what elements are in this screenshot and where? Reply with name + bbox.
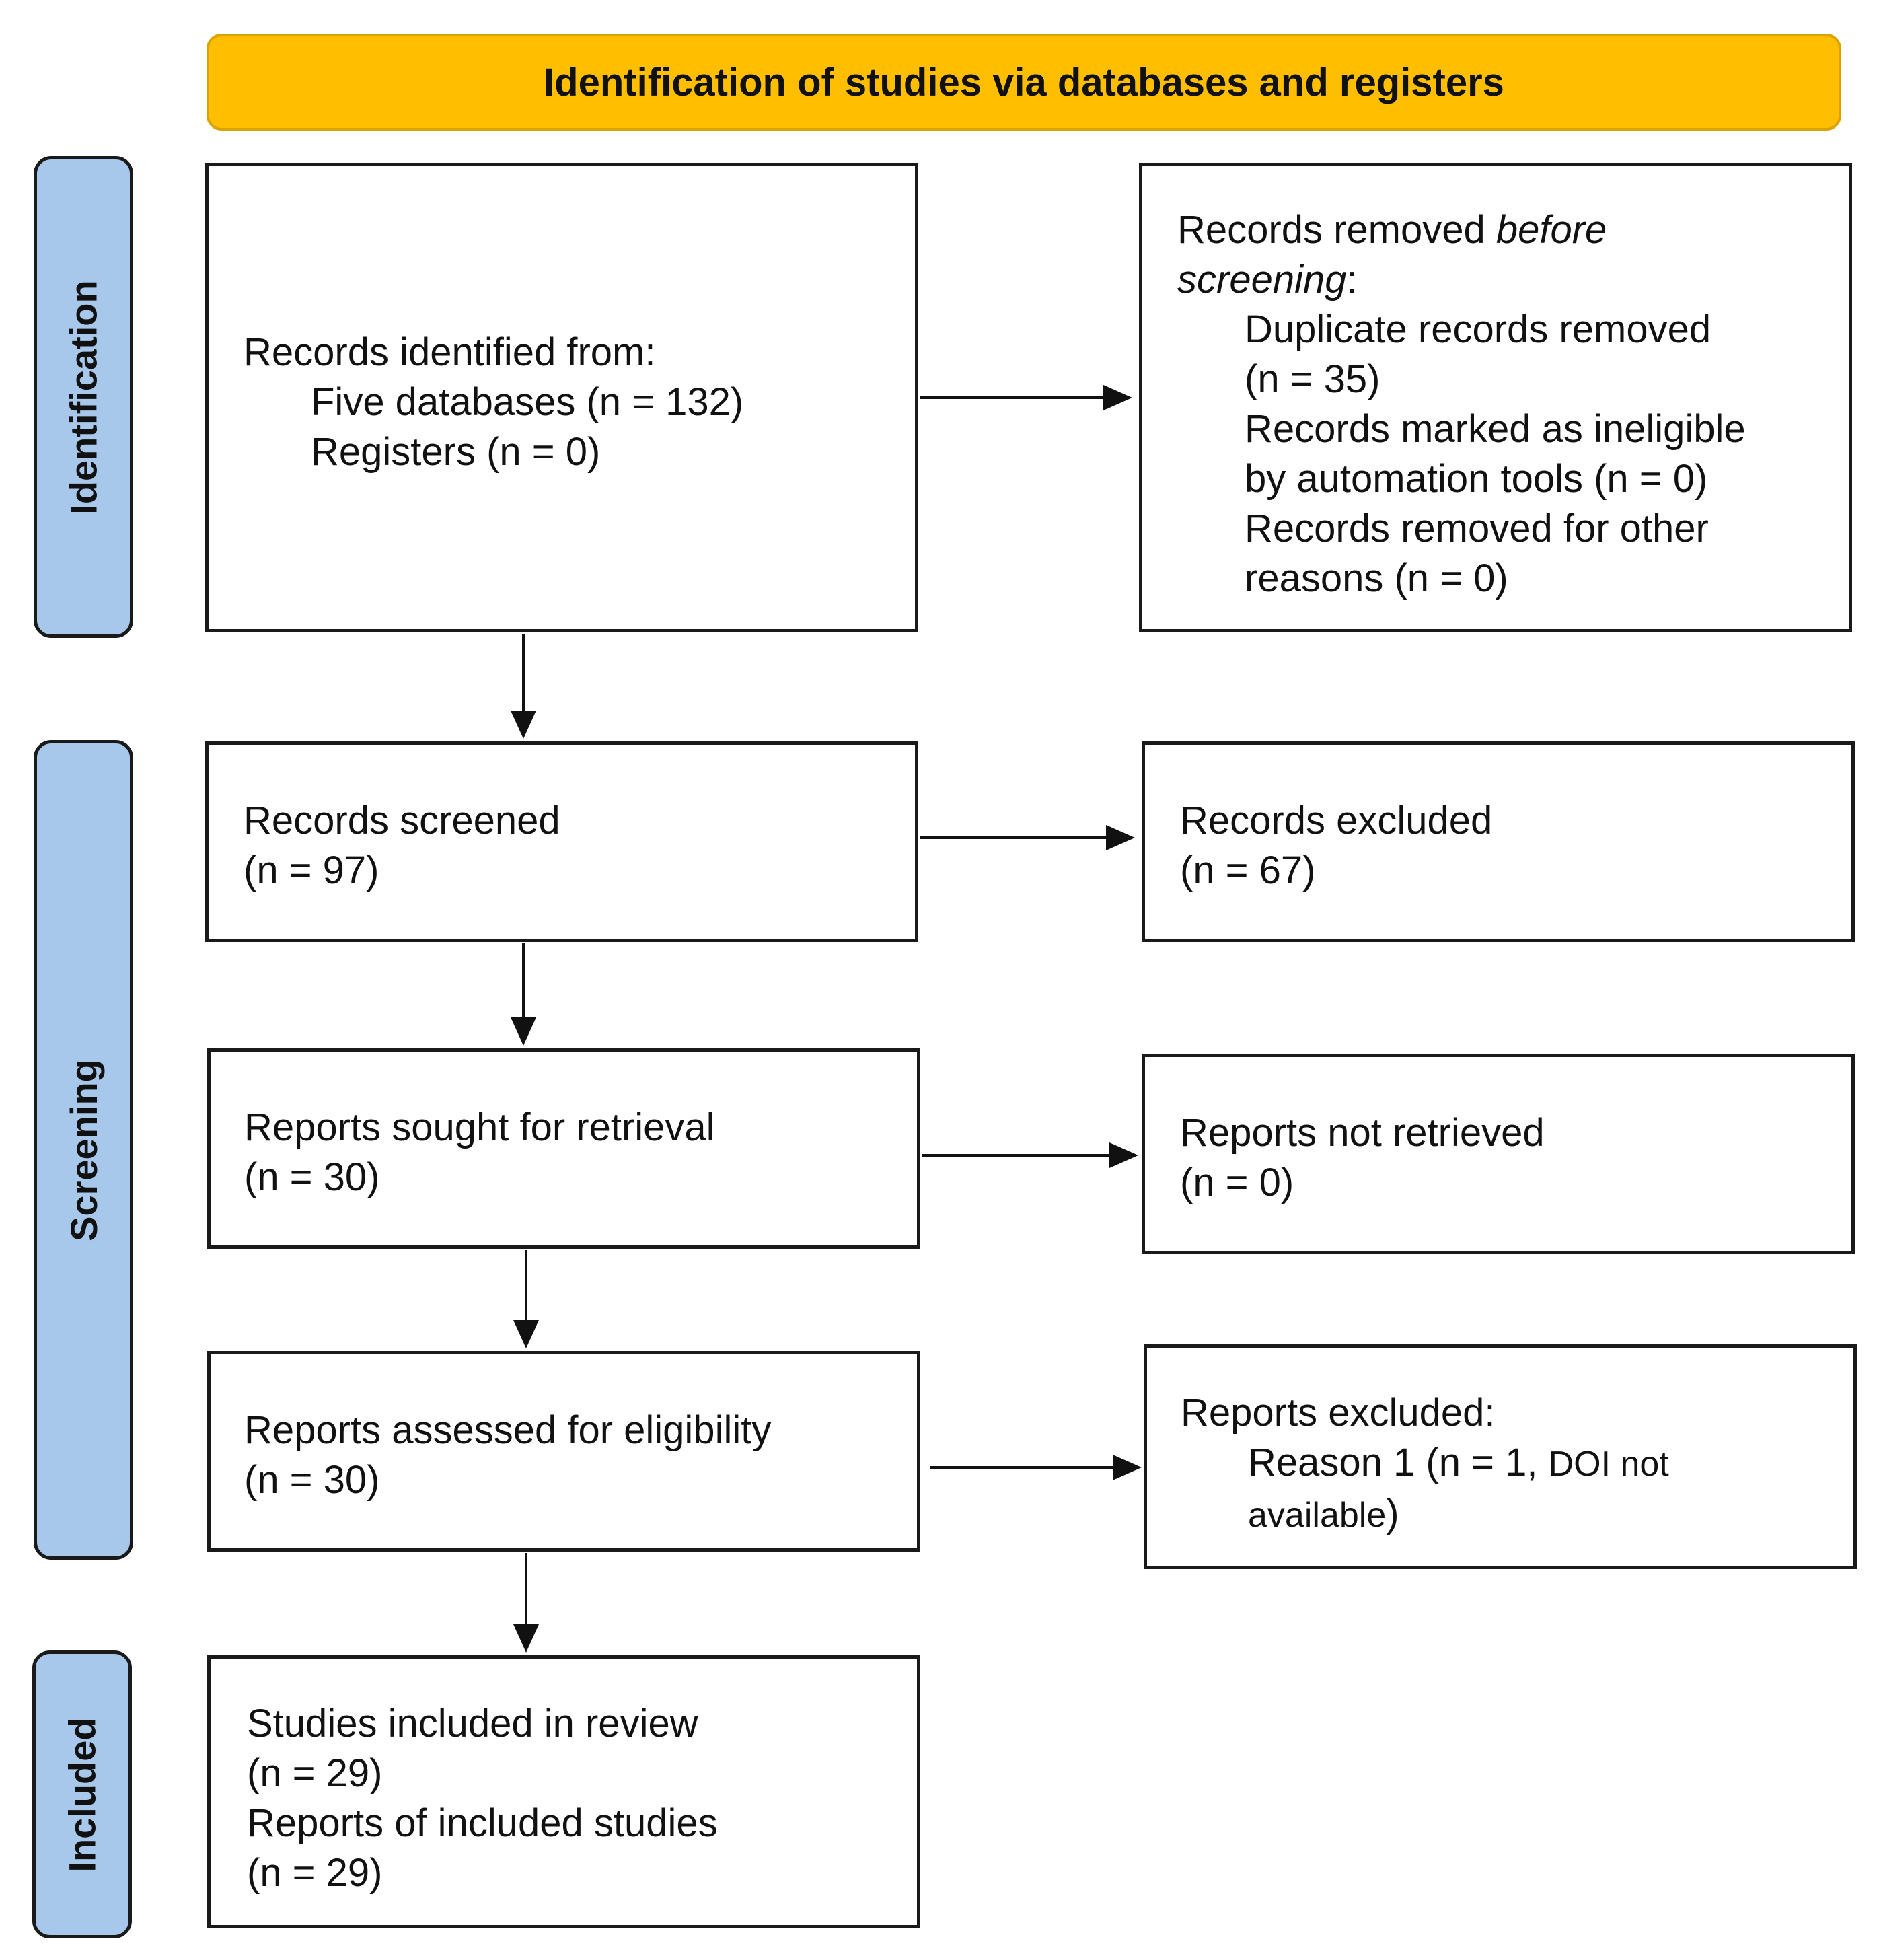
- phase-identification: Identification: [34, 156, 133, 638]
- registers-count: Registers (n = 0): [311, 430, 601, 474]
- reason-1-line2: available): [1181, 1489, 1840, 1540]
- arrowhead-reports-assessed: [513, 1320, 539, 1348]
- reason-1-small: DOI not: [1548, 1445, 1669, 1484]
- records-screened-count: (n = 97): [244, 848, 379, 892]
- reports-sought-count: (n = 30): [244, 1155, 380, 1199]
- removed-title-a: Records removed: [1177, 208, 1496, 252]
- reports-not-retrieved-box: Reports not retrieved (n = 0): [1142, 1054, 1855, 1254]
- records-screened-title: Records screened: [244, 799, 560, 842]
- records-screened-box: Records screened (n = 97): [205, 741, 918, 942]
- ineligible-records-line2: by automation tools (n = 0): [1245, 457, 1708, 501]
- reports-excluded-title: Reports excluded:: [1181, 1391, 1496, 1435]
- reason-1-line1: Reason 1 (n = 1, DOI not: [1181, 1438, 1840, 1489]
- reports-excluded-box: Reports excluded: Reason 1 (n = 1, DOI n…: [1144, 1344, 1857, 1569]
- reports-sought-box: Reports sought for retrieval (n = 30): [207, 1048, 920, 1249]
- reports-not-retrieved-title: Reports not retrieved: [1180, 1111, 1545, 1155]
- reports-not-retrieved-count: (n = 0): [1180, 1161, 1294, 1204]
- reason-1-available: available: [1248, 1496, 1387, 1535]
- arrowhead-records-screened: [511, 711, 536, 739]
- phase-included: Included: [32, 1650, 132, 1938]
- duplicate-records-line2: (n = 35): [1245, 357, 1380, 401]
- reports-assessed-title: Reports assessed for eligibility: [244, 1408, 772, 1452]
- removed-title-em: before: [1496, 208, 1607, 252]
- records-excluded-box: Records excluded (n = 67): [1142, 741, 1855, 942]
- reports-included-title: Reports of included studies: [247, 1801, 718, 1845]
- records-removed-title-line2: screening:: [1177, 255, 1835, 305]
- removed-title-colon: :: [1346, 258, 1358, 301]
- header-title: Identification of studies via databases …: [544, 60, 1504, 104]
- phase-screening: Screening: [34, 740, 133, 1560]
- arrowhead-reports-not-retrieved: [1109, 1142, 1138, 1168]
- reason-1-text: Reason 1 (n = 1,: [1248, 1441, 1549, 1484]
- reports-included-count: (n = 29): [247, 1851, 383, 1895]
- reason-1-close: ): [1386, 1492, 1399, 1535]
- studies-included-count: (n = 29): [247, 1751, 383, 1795]
- records-identified-title: Records identified from:: [244, 330, 656, 374]
- records-identified-box: Records identified from: Five databases …: [205, 163, 918, 632]
- records-removed-title: Records removed before: [1177, 205, 1835, 255]
- removed-title-screening: screening: [1177, 258, 1347, 301]
- reports-assessed-box: Reports assessed for eligibility (n = 30…: [207, 1351, 920, 1552]
- studies-included-box: Studies included in review (n = 29) Repo…: [207, 1655, 920, 1928]
- records-excluded-title: Records excluded: [1180, 799, 1493, 842]
- arrowhead-reports-sought: [511, 1017, 536, 1046]
- other-reasons-line2: reasons (n = 0): [1245, 556, 1508, 600]
- arrowhead-reports-excluded: [1113, 1455, 1142, 1480]
- duplicate-records-line1: Duplicate records removed: [1245, 307, 1711, 351]
- records-removed-box: Records removed before screening: Duplic…: [1139, 163, 1852, 632]
- reports-assessed-count: (n = 30): [244, 1458, 380, 1502]
- other-reasons-line1: Records removed for other: [1245, 507, 1709, 550]
- records-excluded-count: (n = 67): [1180, 848, 1316, 892]
- reports-sought-title: Reports sought for retrieval: [244, 1105, 715, 1149]
- arrowhead-records-removed: [1103, 385, 1132, 410]
- arrowhead-studies-included: [513, 1624, 539, 1653]
- five-databases-count: Five databases (n = 132): [311, 380, 744, 424]
- studies-included-title: Studies included in review: [247, 1702, 698, 1745]
- identification-header: Identification of studies via databases …: [207, 34, 1841, 131]
- arrowhead-records-excluded: [1106, 825, 1135, 850]
- ineligible-records-line1: Records marked as ineligible: [1245, 407, 1746, 451]
